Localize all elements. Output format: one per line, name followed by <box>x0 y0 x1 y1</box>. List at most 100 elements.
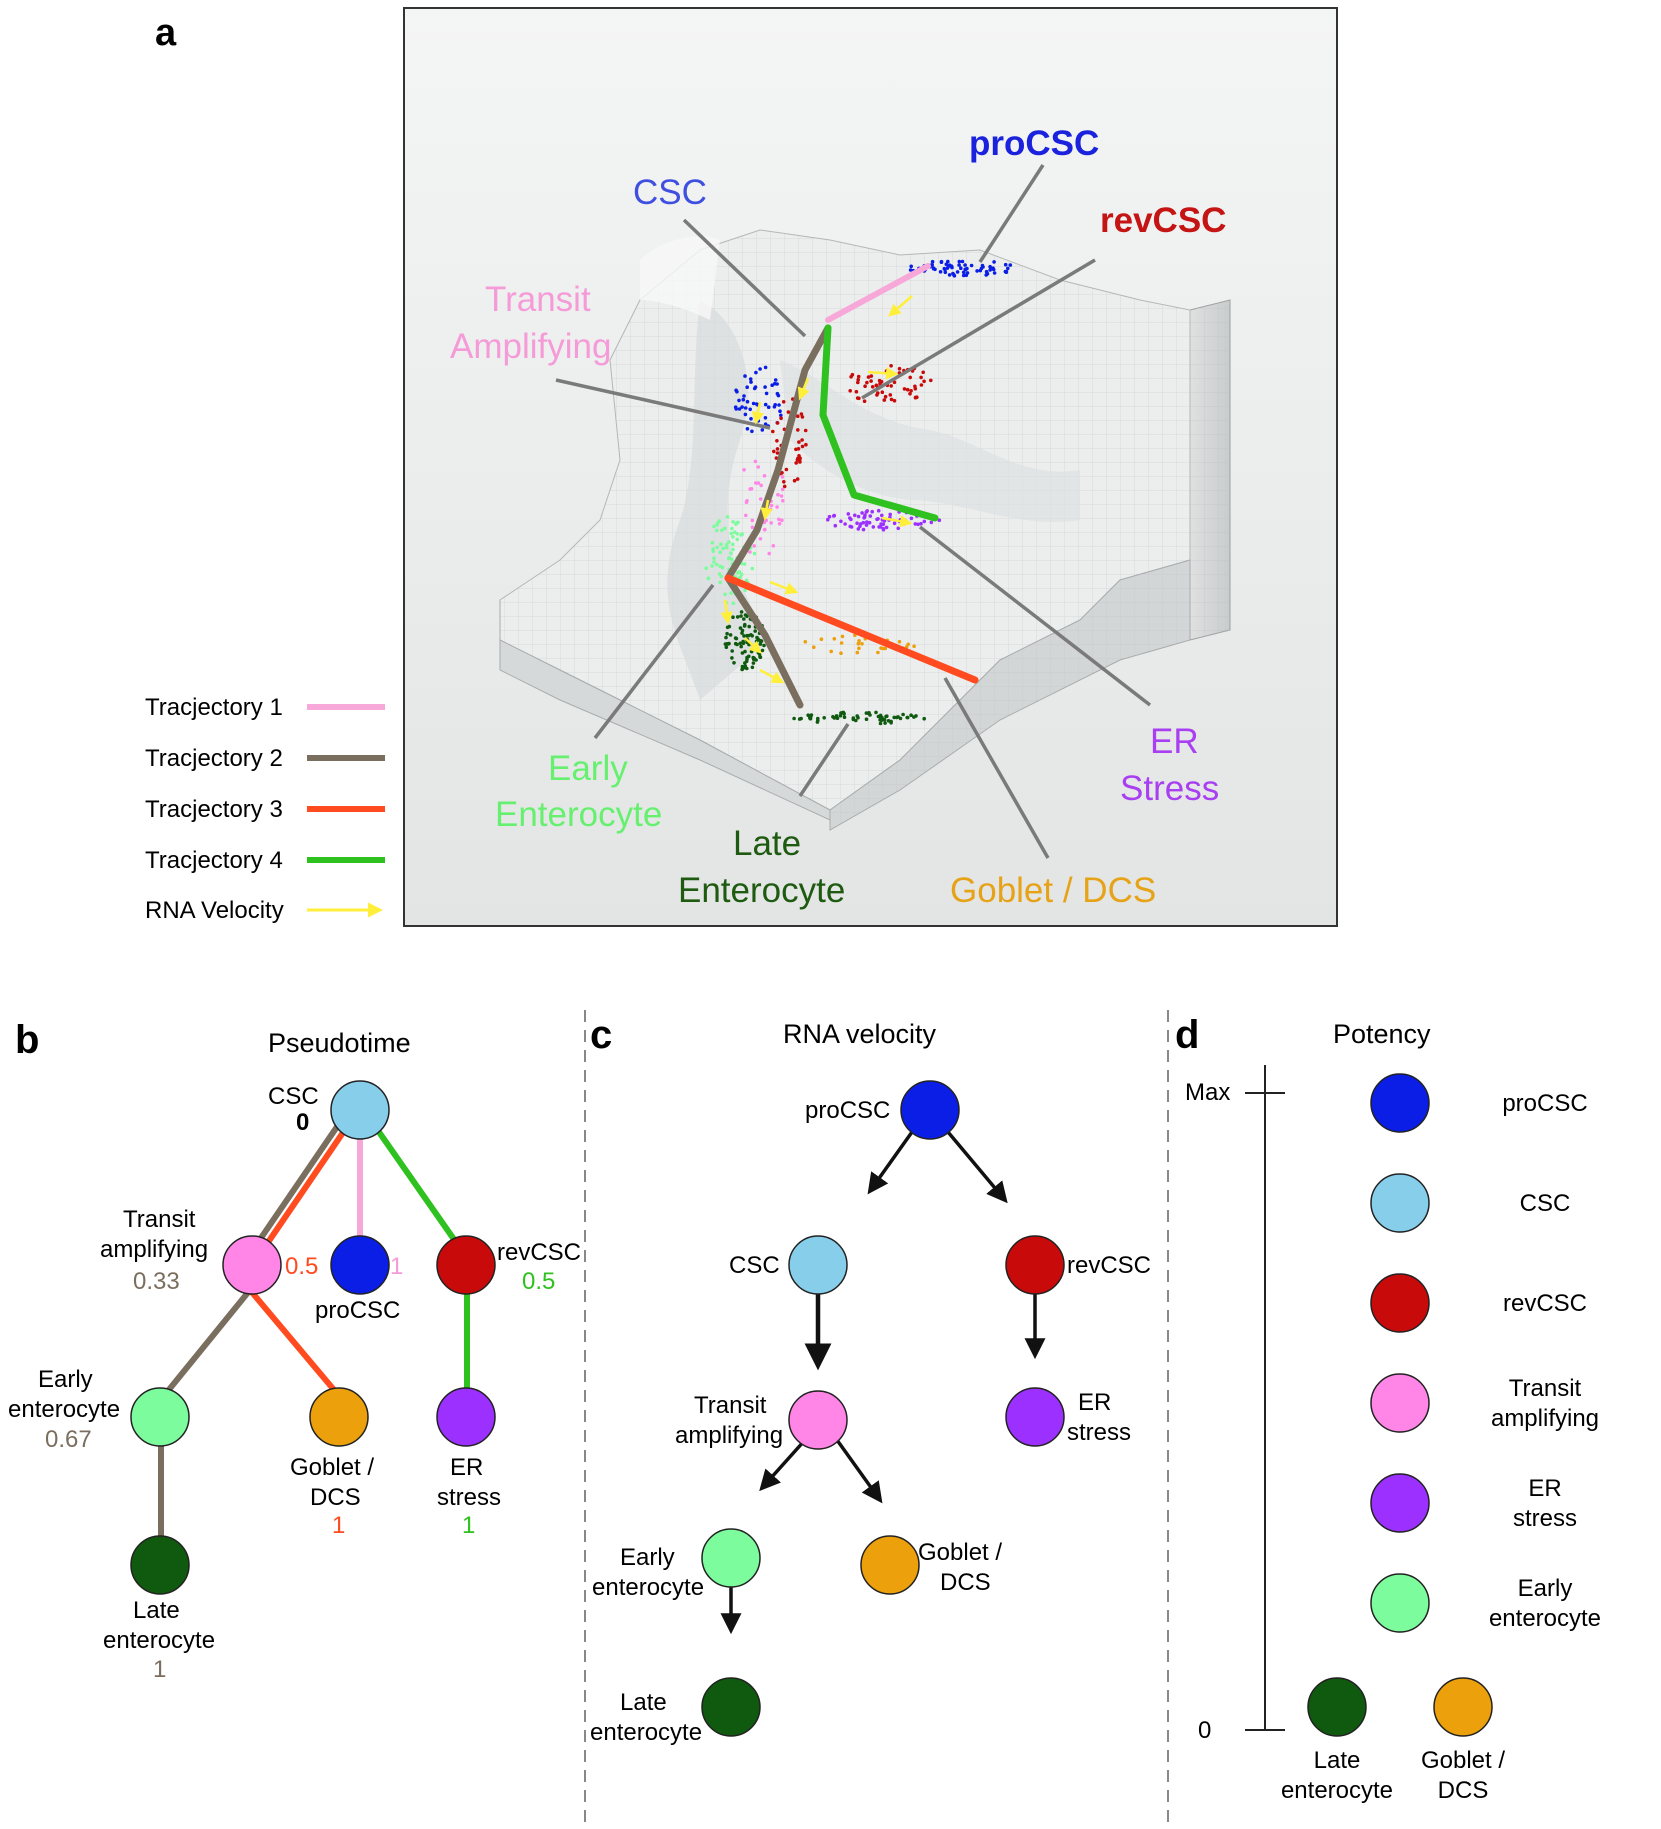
cell-point <box>763 385 767 389</box>
cell-point <box>896 715 900 719</box>
cell-point <box>874 710 878 715</box>
legend-label: Tracjectory 3 <box>145 796 283 823</box>
potency-label: Transit <box>1509 1375 1582 1402</box>
cell-point <box>773 381 777 386</box>
cell-point <box>937 518 942 522</box>
cell-point <box>922 379 926 384</box>
panel-d-letter: d <box>1175 1013 1199 1057</box>
potency-label: ER <box>1528 1475 1561 1502</box>
cell-point <box>964 273 969 278</box>
cell-point <box>750 525 755 530</box>
cell-point <box>729 551 733 555</box>
cell-point <box>756 481 761 485</box>
cell-point <box>737 407 742 411</box>
cell-point <box>919 375 923 380</box>
cell-point <box>897 366 902 371</box>
cell-point <box>1003 262 1008 267</box>
potency-label: stress <box>1513 1505 1577 1532</box>
cell-point <box>762 474 767 478</box>
cell-point <box>752 544 756 548</box>
cell-point <box>876 517 880 521</box>
cell-point <box>905 387 910 392</box>
cell-point <box>854 389 859 394</box>
b-label-csc: CSC <box>268 1083 319 1110</box>
cell-point <box>975 269 979 273</box>
cell-point <box>745 633 749 638</box>
cell-point <box>740 631 744 635</box>
cell-point <box>794 447 798 452</box>
cell-point <box>754 370 758 375</box>
velocity-arrow <box>888 295 913 317</box>
cell-point <box>876 508 881 513</box>
cell-point <box>921 370 925 375</box>
potency-node <box>1307 1677 1367 1737</box>
c-label-late-1: Late <box>620 1689 667 1716</box>
cell-point <box>750 566 755 571</box>
cell-point <box>748 550 752 554</box>
cell-point <box>980 263 985 268</box>
cell-point <box>780 471 784 475</box>
b-label-transit-1: Transit <box>123 1206 196 1233</box>
edge-transit-early <box>160 1288 253 1399</box>
cell-point <box>743 588 747 593</box>
c-label-csc: CSC <box>729 1252 780 1279</box>
cell-point <box>930 259 935 264</box>
cell-point <box>889 384 893 388</box>
cell-point <box>748 377 753 381</box>
cell-point <box>829 649 833 654</box>
velocity-arrow <box>751 401 765 425</box>
cell-point <box>738 641 743 646</box>
cell-point <box>763 527 767 532</box>
label-late-2: Enterocyte <box>678 871 845 910</box>
c-node-procsc <box>900 1080 960 1140</box>
cell-point <box>880 390 885 395</box>
cell-point <box>742 394 746 398</box>
cell-point <box>912 715 916 719</box>
cell-point <box>839 641 844 645</box>
cell-point <box>913 395 918 400</box>
cell-point <box>757 652 762 656</box>
cell-point <box>758 497 763 501</box>
cell-point <box>724 545 729 550</box>
c-label-transit-1: Transit <box>694 1392 767 1419</box>
legend-label: Tracjectory 4 <box>145 847 283 874</box>
cell-point <box>724 645 729 649</box>
potency-bottom-item: Goblet /DCS <box>1421 1677 1505 1804</box>
cell-point <box>759 639 764 643</box>
cell-point <box>745 385 749 390</box>
cell-point <box>831 715 835 719</box>
cell-point <box>767 551 771 556</box>
cell-point <box>812 645 816 649</box>
cell-point <box>909 516 914 521</box>
cell-point <box>988 264 992 269</box>
cell-point <box>740 651 745 655</box>
edge-procsc-revcsc <box>946 1130 1008 1204</box>
pointer-early <box>593 583 715 740</box>
cell-point <box>889 364 893 368</box>
b-label-revcsc: revCSC <box>497 1239 581 1266</box>
cell-point <box>742 634 746 638</box>
cell-point <box>751 401 756 406</box>
panel-a-letter: a <box>155 12 177 54</box>
label-goblet: Goblet / DCS <box>950 871 1156 910</box>
cell-point <box>730 649 734 653</box>
edge-csc-revcsc <box>362 1110 470 1260</box>
potency-item: proCSC <box>1370 1073 1588 1133</box>
cell-point <box>889 397 894 402</box>
axis-label-max: Max <box>1185 1079 1230 1106</box>
cell-point <box>734 388 738 393</box>
label-late-1: Late <box>733 824 801 863</box>
cell-point <box>883 721 887 725</box>
legend-item-4: Tracjectory 4 <box>145 847 385 874</box>
cell-point <box>841 710 846 715</box>
cell-point <box>833 523 838 528</box>
b-label-goblet-2: DCS <box>310 1484 361 1511</box>
cell-point <box>775 391 780 396</box>
cell-point <box>739 572 744 577</box>
cell-point <box>888 512 892 517</box>
cell-point <box>961 273 966 278</box>
cell-point <box>749 487 754 491</box>
cell-point <box>780 518 784 523</box>
